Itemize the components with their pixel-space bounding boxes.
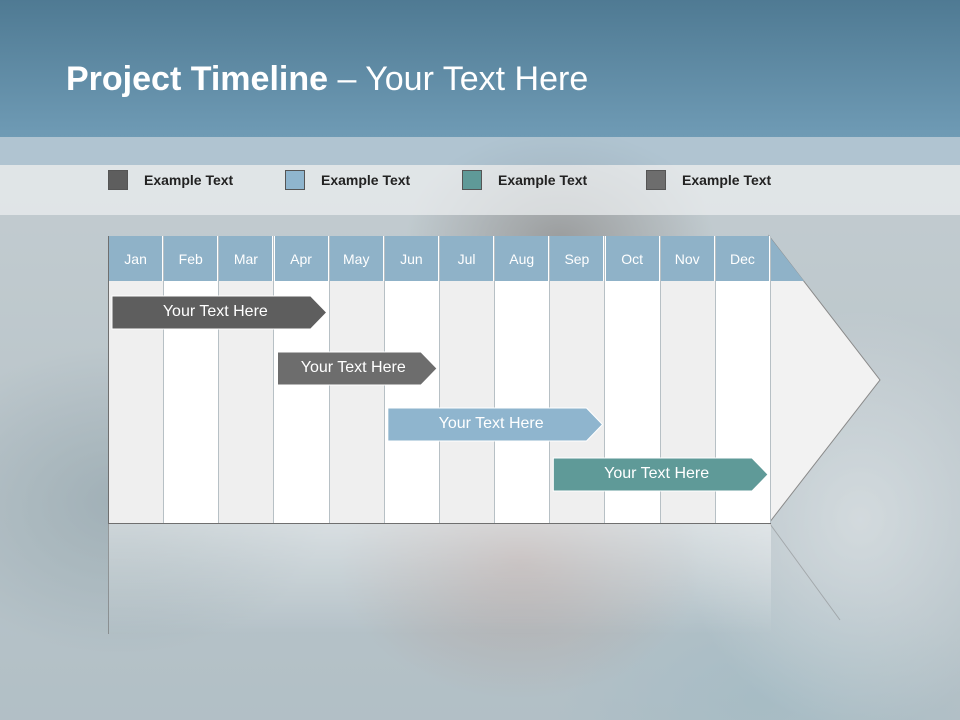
month-header: Jul [440, 236, 495, 281]
month-column: Mar [219, 236, 275, 523]
task-label: Your Text Here [604, 465, 710, 482]
legend-swatch [646, 170, 666, 190]
legend-label: Example Text [321, 172, 411, 188]
reflection-diagonal [769, 523, 841, 621]
task-arrow [552, 457, 769, 492]
month-header: Dec [715, 236, 770, 281]
month-column: Feb [164, 236, 220, 523]
title-band [0, 0, 960, 137]
title-rest: – Your Text Here [328, 60, 589, 98]
month-header: Feb [164, 236, 219, 281]
legend-swatch [108, 170, 128, 190]
task-arrow [111, 295, 328, 330]
legend-label: Example Text [682, 172, 772, 188]
month-column: Aug [495, 236, 551, 523]
month-header: Jan [109, 236, 164, 281]
month-column: Jul [440, 236, 496, 523]
task-arrow [387, 407, 604, 442]
legend-swatch [285, 170, 305, 190]
task-arrow [277, 351, 438, 386]
slide-title: Project Timeline – Your Text Here [66, 60, 588, 99]
title-strip [0, 137, 960, 165]
task-label: Your Text Here [300, 359, 406, 376]
title-bold: Project Timeline [66, 60, 329, 98]
task-label: Your Text Here [438, 415, 544, 432]
month-column: Oct [605, 236, 661, 523]
month-column: Jan [109, 236, 165, 523]
month-header: May [329, 236, 384, 281]
task-label: Your Text Here [162, 303, 268, 320]
legend-swatch [462, 170, 482, 190]
legend-label: Example Text [498, 172, 588, 188]
month-header: Apr [274, 236, 329, 281]
timeline-reflection [108, 524, 771, 634]
month-column: Dec [715, 236, 771, 523]
month-header: Aug [495, 236, 550, 281]
legend-label: Example Text [144, 172, 234, 188]
month-header: Mar [219, 236, 274, 281]
chevron-header-tip [769, 236, 804, 281]
month-header: Jun [384, 236, 439, 281]
month-header: Sep [550, 236, 605, 281]
month-header: Oct [605, 236, 660, 281]
month-header: Nov [660, 236, 715, 281]
month-column: Jun [384, 236, 440, 523]
